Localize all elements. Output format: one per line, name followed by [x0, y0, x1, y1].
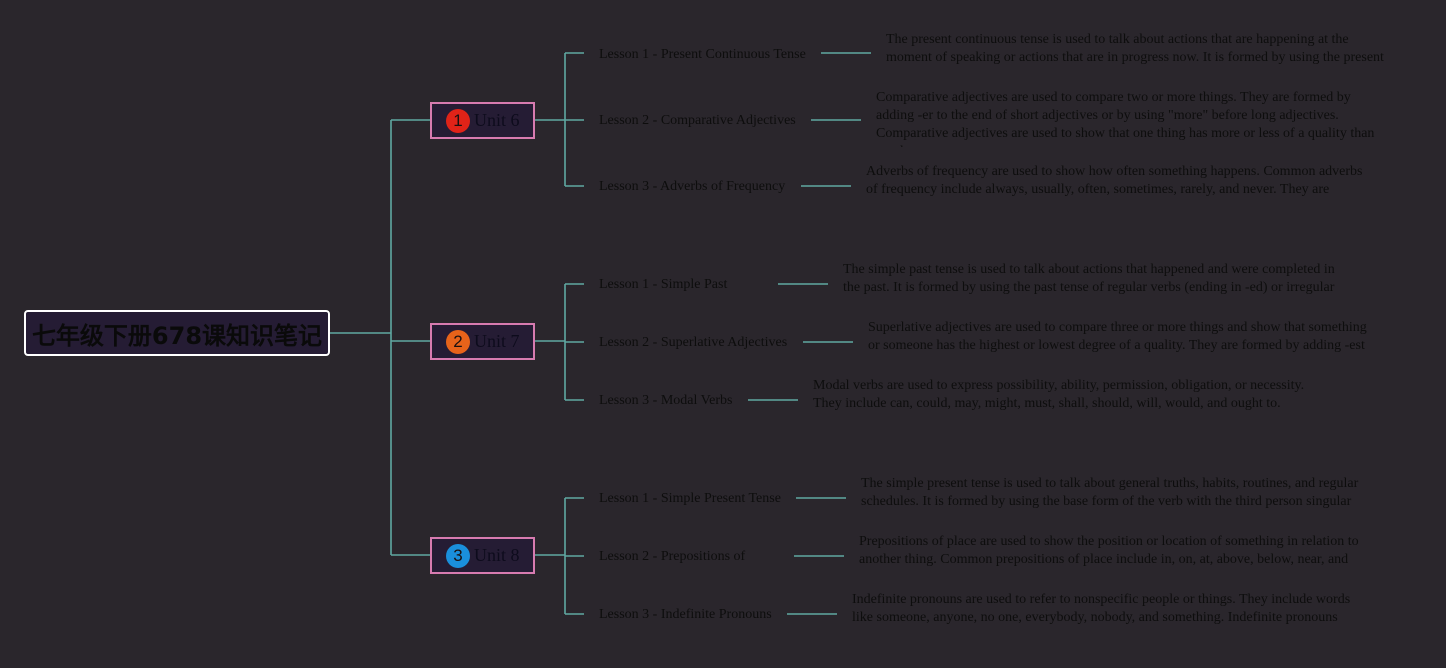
- lesson-node[interactable]: Lesson 3 - Modal Verbs: [599, 393, 733, 408]
- unit-node-6[interactable]: 1 Unit 6: [430, 102, 535, 139]
- lesson-node[interactable]: Lesson 3 - Adverbs of Frequency: [599, 179, 786, 194]
- lesson-note: Prepositions of place are used to show t…: [859, 534, 1359, 567]
- priority-2-icon: 2: [446, 329, 470, 354]
- lesson-node[interactable]: Lesson 2 - Comparative Adjectives: [599, 113, 796, 128]
- lesson-note: The simple present tense is used to talk…: [861, 476, 1359, 509]
- unit-label: Unit 7: [474, 331, 520, 351]
- lesson-note: The simple past tense is used to talk ab…: [843, 262, 1335, 295]
- lesson-note: Modal verbs are used to express possibil…: [813, 378, 1305, 411]
- lesson-node[interactable]: Lesson 1 - Simple Present Tense: [599, 491, 781, 506]
- lesson-note: Adverbs of frequency are used to show ho…: [866, 164, 1363, 197]
- unit-node-8[interactable]: 3 Unit 8: [430, 537, 535, 574]
- lesson-note: Indefinite pronouns are used to refer to…: [852, 592, 1351, 625]
- root-title: 七年级下册678课知识笔记: [31, 321, 323, 350]
- lesson-note: Superlative adjectives are used to compa…: [868, 320, 1367, 353]
- lesson-node[interactable]: Lesson 2 - Prepositions of: [599, 549, 746, 564]
- priority-3-icon: 3: [446, 543, 470, 568]
- lesson-node[interactable]: Lesson 1 - Present Continuous Tense: [599, 47, 806, 62]
- unit-label: Unit 8: [474, 545, 520, 565]
- lesson-note: Comparative adjectives are used to compa…: [876, 90, 1375, 147]
- unit-node-7[interactable]: 2 Unit 7: [430, 323, 535, 360]
- priority-1-icon: 1: [446, 108, 470, 133]
- lesson-note: The present continuous tense is used to …: [886, 32, 1384, 65]
- lesson-node[interactable]: Lesson 3 - Indefinite Pronouns: [599, 607, 772, 622]
- unit-label: Unit 6: [474, 110, 520, 130]
- lesson-node[interactable]: Lesson 1 - Simple Past: [599, 277, 728, 292]
- lesson-node[interactable]: Lesson 2 - Superlative Adjectives: [599, 335, 788, 350]
- root-node[interactable]: 七年级下册678课知识笔记: [24, 310, 330, 356]
